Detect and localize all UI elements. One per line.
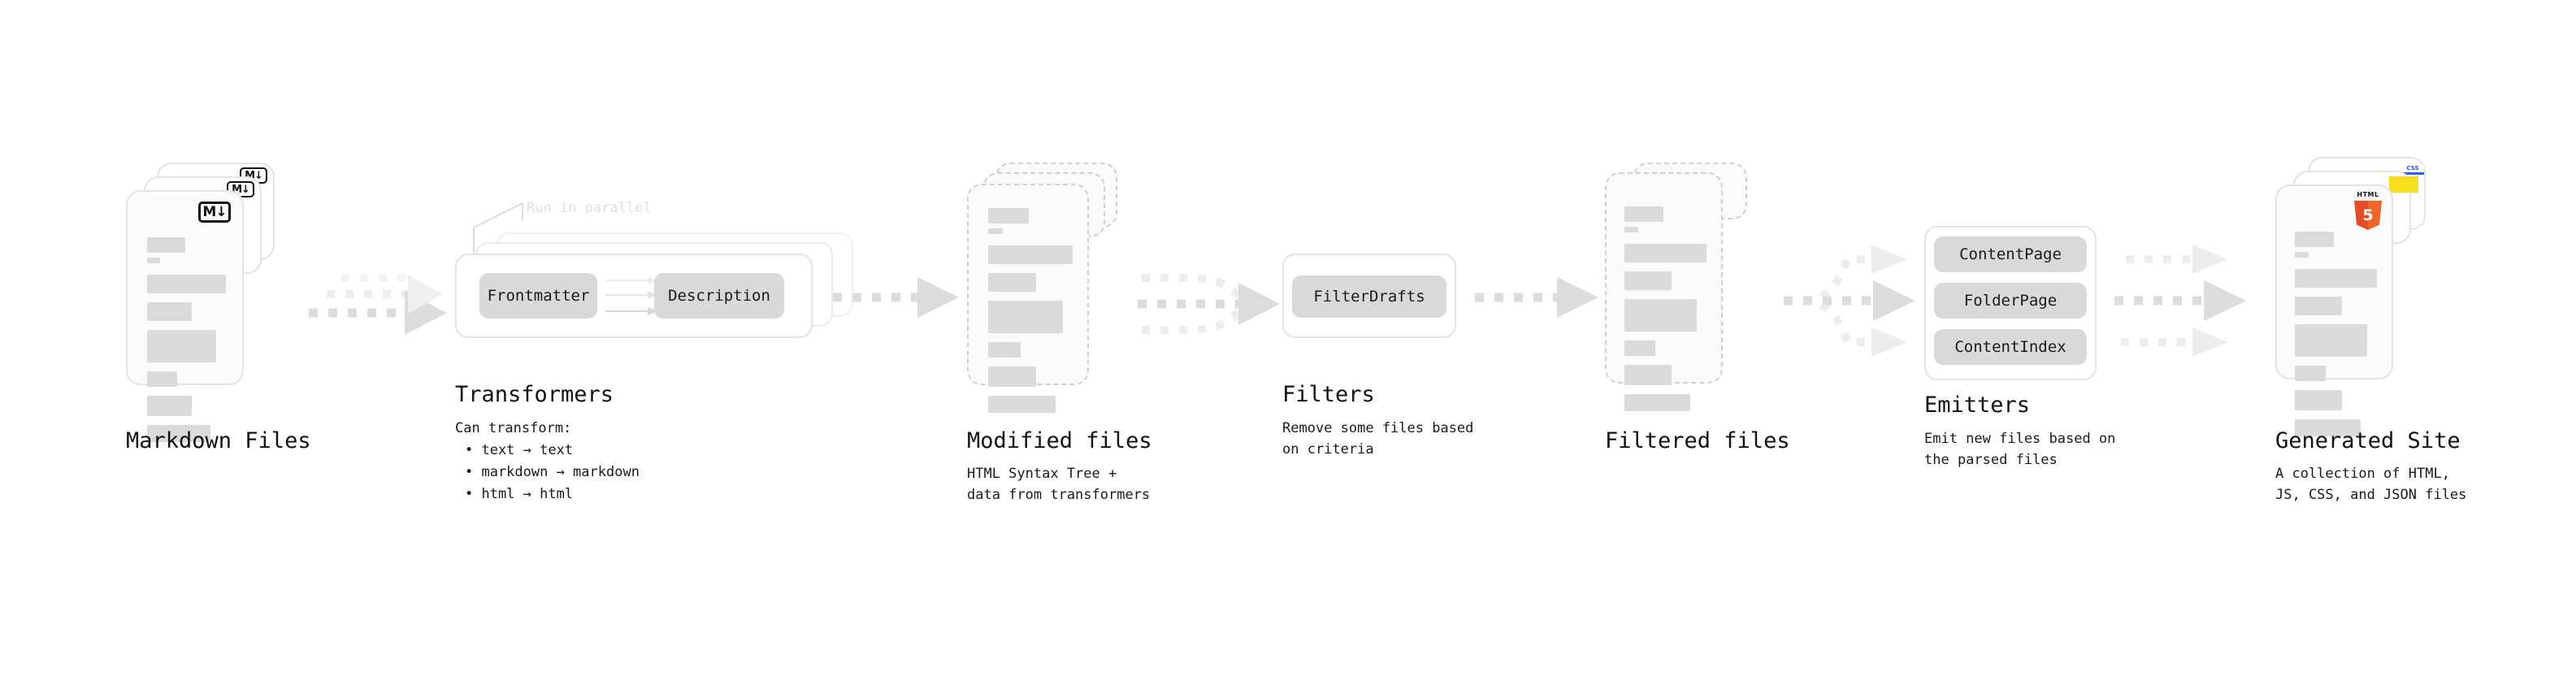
transformer-node-description[interactable]: Description (654, 273, 784, 319)
content-line (988, 208, 1029, 223)
stage-title-transformers: Transformers (455, 382, 614, 407)
content-line (1624, 271, 1672, 290)
stage-title-filtered-files: Filtered files (1605, 428, 1790, 453)
js-icon (2389, 176, 2418, 193)
content-line (147, 302, 193, 321)
content-line (1624, 299, 1697, 332)
content-line (147, 371, 177, 387)
html5-shield (2354, 201, 2382, 230)
content-line (2295, 252, 2309, 258)
content-line (1624, 244, 1706, 262)
html5-label: HTML (2357, 191, 2379, 198)
modified-card-front (967, 184, 1089, 413)
arrow-emitters-to-site (2114, 245, 2246, 357)
transformers-annotation: Run in parallel (527, 200, 652, 216)
content-line (988, 342, 1021, 358)
transformers-subtitle-item-2: • html → html (465, 486, 574, 502)
content-line (988, 301, 1063, 333)
content-line (147, 275, 226, 293)
filters-subtitle: Remove some files based on criteria (1282, 420, 1474, 458)
content-line (1624, 365, 1672, 385)
arrow-modified-to-filters (1138, 274, 1280, 334)
emitter-node-folderpage[interactable]: FolderPage (1934, 283, 2087, 319)
site-card-html: HTML 5 (2275, 184, 2393, 436)
stage-title-generated-site: Generated Site (2275, 428, 2461, 453)
content-line (2295, 419, 2361, 436)
content-line (2295, 390, 2342, 410)
content-line (147, 237, 185, 253)
stage-title-emitters: Emitters (1924, 393, 2031, 418)
stage-title-filters: Filters (1282, 382, 1375, 407)
card-content-lines (147, 237, 226, 451)
css-label: CSS (2406, 165, 2419, 171)
generated-site-subtitle: A collection of HTML, JS, CSS, and JSON … (2275, 466, 2467, 503)
content-line (2295, 324, 2367, 357)
card-content-lines (988, 208, 1073, 422)
transformers-subtitle-head: Can transform: (455, 420, 572, 436)
content-line (1624, 340, 1656, 356)
stage-title-modified-files: Modified files (967, 428, 1152, 453)
arrow-filters-to-filtered (1475, 277, 1598, 318)
content-line (988, 367, 1037, 387)
content-line (2295, 232, 2335, 247)
modified-files-subtitle: HTML Syntax Tree + data from transformer… (967, 466, 1151, 503)
html5-icon: HTML 5 (2354, 192, 2382, 233)
content-line (988, 245, 1073, 264)
content-line (147, 425, 210, 442)
emitter-node-contentindex[interactable]: ContentIndex (1934, 329, 2087, 365)
transformers-subtitle-item-1: • markdown → markdown (465, 464, 640, 480)
markdown-icon: M↓ (198, 202, 231, 223)
html5-number: 5 (2362, 206, 2374, 224)
filter-node-filterdrafts[interactable]: FilterDrafts (1292, 275, 1446, 318)
stage-title-markdown-files: Markdown Files (126, 428, 311, 453)
content-line (988, 228, 1003, 234)
content-line (2295, 366, 2327, 381)
emitters-subtitle: Emit new files based on the parsed files (1924, 431, 2116, 468)
filtered-card-front (1605, 172, 1723, 411)
content-line (988, 273, 1037, 292)
markdown-card-front: M↓ (126, 190, 244, 442)
emitter-node-contentpage[interactable]: ContentPage (1934, 236, 2087, 272)
content-line (147, 258, 161, 263)
content-line (147, 396, 193, 416)
arrow-transformers-to-modified (833, 277, 959, 318)
css-bar (2401, 172, 2424, 175)
content-line (2295, 297, 2342, 315)
content-line (1624, 394, 1690, 411)
transformer-internal-arrows (605, 276, 657, 315)
transformer-node-frontmatter[interactable]: Frontmatter (479, 273, 597, 319)
content-line (147, 330, 217, 362)
content-line (988, 396, 1056, 413)
transformers-subtitle-item-0: • text → text (465, 442, 574, 458)
arrow-markdown-to-transformers (309, 274, 447, 335)
card-content-lines (2295, 232, 2377, 445)
css-icon: CSS (2401, 165, 2424, 176)
content-line (2295, 269, 2377, 288)
content-line (1624, 206, 1664, 222)
content-line (1624, 227, 1639, 232)
parallel-bracket (473, 202, 523, 258)
card-content-lines (1624, 206, 1706, 420)
arrow-filtered-to-emitters (1784, 245, 1915, 357)
